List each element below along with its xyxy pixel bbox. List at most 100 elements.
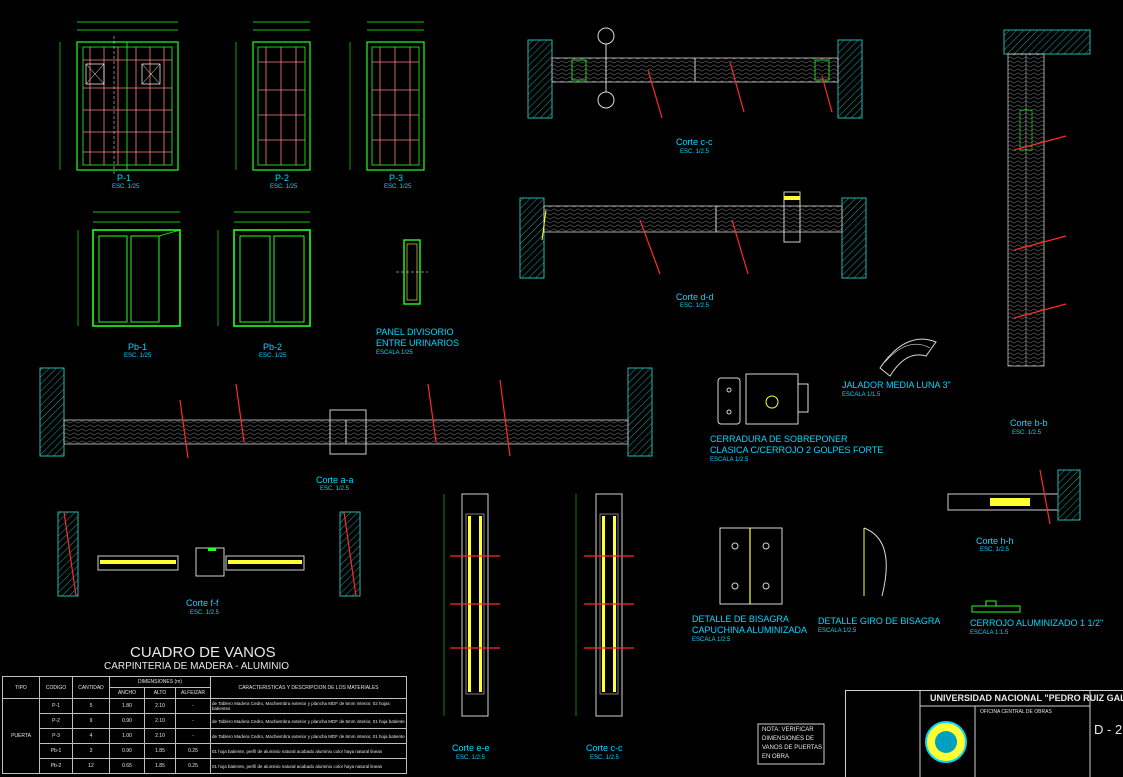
th-dimensiones: DIMENSIONES (m) bbox=[109, 676, 211, 688]
cell-ancho: 1.80 bbox=[109, 698, 145, 714]
cell-alfeizar: - bbox=[175, 698, 211, 714]
cell-desc: de Tablero Madera Cedro, Machiembra exte… bbox=[210, 728, 407, 744]
note-line-3: VANOS DE PUERTAS bbox=[762, 745, 823, 751]
hinge-detail-drawing bbox=[719, 527, 783, 605]
door-pb2-elevation bbox=[217, 211, 311, 327]
lock-detail-drawing bbox=[717, 373, 809, 425]
section-bb-scale: ESC. 1/2.5 bbox=[1012, 430, 1042, 436]
hinge-turn-title: DETALLE GIRO DE BISAGRA bbox=[818, 616, 941, 626]
table-row: Pb-1 3 0.90 1.85 0.25 01 hoja batiente, … bbox=[3, 743, 407, 759]
cell-desc: 01 hoja batiente, perfil de aluminio nat… bbox=[210, 758, 407, 774]
bolt-title: CERROJO ALUMINIZADO 1 1/2" bbox=[970, 618, 1104, 628]
section-dd-label: Corte d-d bbox=[676, 292, 714, 302]
cell-alfeizar: 0.25 bbox=[175, 758, 211, 774]
cell-alto: 2.10 bbox=[144, 698, 176, 714]
p1-label: P-1 bbox=[117, 173, 132, 183]
note-line-2: DIMENSIONES DE bbox=[762, 736, 815, 742]
section-aa-scale: ESC. 1/2.5 bbox=[320, 486, 350, 492]
lock-title-1: CERRADURA DE SOBREPONER bbox=[710, 434, 848, 444]
cuadro-subtitle: CARPINTERIA DE MADERA - ALUMINIO bbox=[104, 661, 290, 672]
hinge-title-1: DETALLE DE BISAGRA bbox=[692, 614, 789, 624]
cell-codigo: P-3 bbox=[39, 728, 73, 744]
hinge-turn-scale: ESCALA 1/2.5 bbox=[818, 628, 857, 634]
cell-desc: de Tablero Madera Cedro, Machiembra exte… bbox=[210, 698, 407, 714]
section-ee-label: Corte e-e bbox=[452, 743, 490, 753]
title-block bbox=[845, 690, 1123, 777]
door-p2-elevation bbox=[235, 21, 311, 171]
cuadro-title: CUADRO DE VANOS bbox=[130, 644, 276, 661]
section-cc-left bbox=[443, 493, 500, 717]
cell-alto: 2.10 bbox=[144, 728, 176, 744]
section-cc-top-scale: ESC. 1/2.5 bbox=[680, 149, 710, 155]
section-bb bbox=[1003, 29, 1091, 367]
th-cantidad: CANTIDAD bbox=[72, 676, 110, 699]
hinge-title-2: CAPUCHINA ALUMINIZADA bbox=[692, 625, 808, 635]
cell-ancho: 1.00 bbox=[109, 728, 145, 744]
th-alfeizar: ALFEIZAR bbox=[175, 687, 211, 699]
section-bb-label: Corte b-b bbox=[1010, 418, 1048, 428]
cell-alto: 1.85 bbox=[144, 758, 176, 774]
table-row: P-3 4 1.00 2.10 - de Tablero Madera Cedr… bbox=[3, 728, 407, 744]
cell-codigo: P-2 bbox=[39, 713, 73, 729]
table-row: Pb-2 12 0.65 1.85 0.25 01 hoja batiente,… bbox=[3, 758, 407, 774]
p1-scale: ESC. 1/25 bbox=[112, 184, 140, 190]
cell-cantidad: 3 bbox=[72, 743, 110, 759]
p3-label: P-3 bbox=[389, 173, 404, 183]
th-codigo: CODIGO bbox=[39, 676, 73, 699]
section-hh bbox=[947, 469, 1081, 525]
section-hh-label: Corte h-h bbox=[976, 536, 1014, 546]
section-ee-scale: ESC. 1/2.5 bbox=[456, 755, 486, 761]
th-alto: ALTO bbox=[144, 687, 176, 699]
cell-alfeizar: - bbox=[175, 713, 211, 729]
cell-cantidad: 4 bbox=[72, 728, 110, 744]
section-aa-label: Corte a-a bbox=[316, 475, 354, 485]
handle-scale: ESCALA 1/1.5 bbox=[842, 392, 881, 398]
lock-title-2: CLASICA C/CERROJO 2 GOLPES FORTE bbox=[710, 445, 884, 455]
section-aa-top bbox=[527, 27, 863, 119]
section-aa-long bbox=[39, 367, 653, 459]
cell-alto: 2.10 bbox=[144, 713, 176, 729]
p2-label: P-2 bbox=[275, 173, 290, 183]
cell-cantidad: 9 bbox=[72, 713, 110, 729]
cell-cantidad: 5 bbox=[72, 698, 110, 714]
cell-codigo: Pb-1 bbox=[39, 743, 73, 759]
section-ff-scale: ESC. 1/2.5 bbox=[190, 610, 220, 616]
cell-ancho: 0.90 bbox=[109, 743, 145, 759]
pb1-label: Pb-1 bbox=[128, 342, 148, 352]
panel-title-1: PANEL DIVISORIO bbox=[376, 327, 454, 337]
cell-tipo: PUERTA bbox=[2, 698, 40, 774]
section-cc-label: Corte c-c bbox=[586, 743, 623, 753]
office-name: OFICINA CENTRAL DE OBRAS bbox=[980, 709, 1052, 715]
cell-codigo: P-1 bbox=[39, 698, 73, 714]
section-ff bbox=[57, 511, 361, 597]
cell-codigo: Pb-2 bbox=[39, 758, 73, 774]
note-line-1: NOTA: VERIFICAR bbox=[762, 727, 814, 733]
panel-divisorio-elevation bbox=[396, 239, 428, 305]
pb2-scale: ESC. 1/25 bbox=[259, 353, 287, 359]
cell-alfeizar: 0.25 bbox=[175, 743, 211, 759]
bolt-scale: ESCALA 1:1.5 bbox=[970, 630, 1009, 636]
p2-scale: ESC. 1/25 bbox=[270, 184, 298, 190]
title-block-lines bbox=[919, 690, 1091, 777]
hinge-turn-drawing bbox=[863, 527, 887, 597]
p3-scale: ESC. 1/25 bbox=[384, 184, 412, 190]
panel-scale: ESCALA 1/25 bbox=[376, 350, 413, 356]
door-pb1-elevation bbox=[77, 211, 181, 327]
cell-alfeizar: - bbox=[175, 728, 211, 744]
hinge-scale: ESCALA 1/2.5 bbox=[692, 637, 731, 643]
lock-scale: ESCALA 1/2.5 bbox=[710, 457, 749, 463]
section-cc-scale: ESC. 1/2.5 bbox=[590, 755, 620, 761]
handle-title: JALADOR MEDIA LUNA 3" bbox=[842, 380, 951, 390]
cuadro-table: TIPO CODIGO CANTIDAD DIMENSIONES (m) CAR… bbox=[2, 676, 407, 774]
table-row: P-2 9 0.90 2.10 - de Tablero Madera Cedr… bbox=[3, 713, 407, 729]
cell-cantidad: 12 bbox=[72, 758, 110, 774]
handle-detail-drawing bbox=[879, 338, 937, 377]
sheet-number: D - 2 bbox=[1094, 722, 1123, 737]
cell-desc: de Tablero Madera Cedro, Machiembra exte… bbox=[210, 713, 407, 729]
section-cc-top-label: Corte c-c bbox=[676, 137, 713, 147]
cell-alto: 1.85 bbox=[144, 743, 176, 759]
th-ancho: ANCHO bbox=[109, 687, 145, 699]
door-p1-elevation bbox=[59, 21, 179, 176]
